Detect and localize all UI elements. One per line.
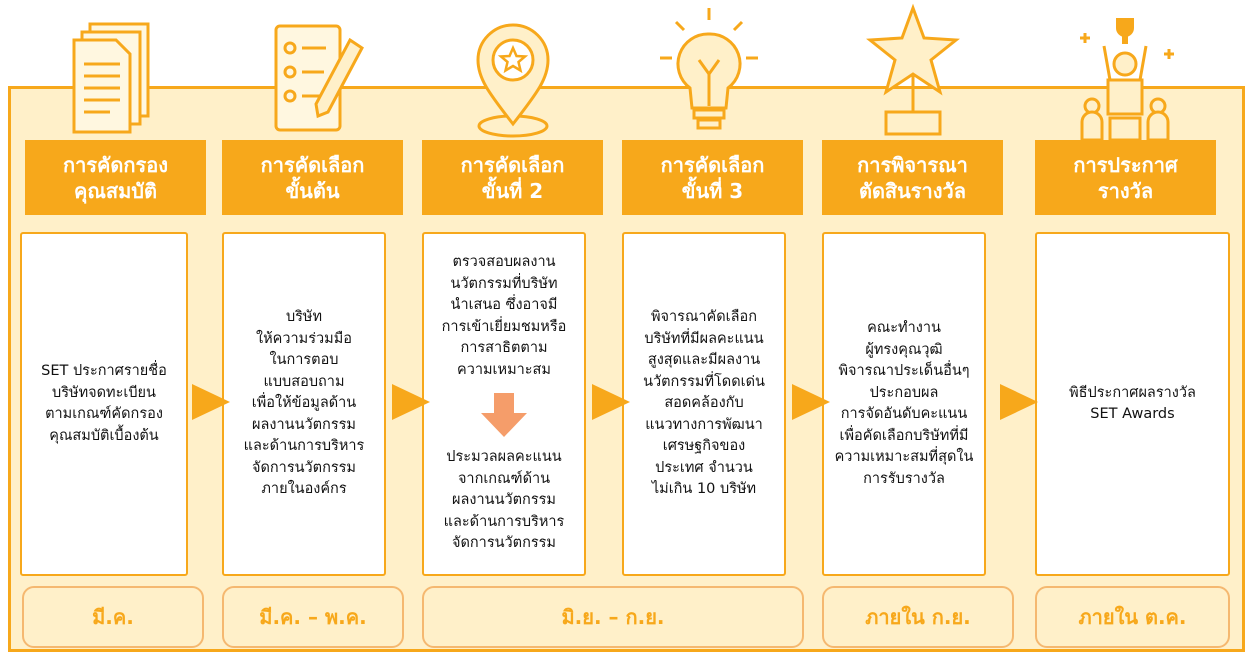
step-description-announcement: พิธีประกาศผลรางวัล SET Awards (1035, 232, 1230, 576)
period-within-october: ภายใน ต.ค. (1035, 586, 1230, 648)
star-trophy-icon (866, 3, 960, 136)
location-star-icon (476, 23, 550, 138)
down-arrow-icon (481, 393, 527, 437)
period-march: มี.ค. (22, 586, 204, 648)
step-description-screening: SET ประกาศรายชื่อ บริษัทจดทะเบียน ตามเกณ… (20, 232, 188, 576)
flow-arrow-4 (792, 384, 830, 420)
step-description-stage-3: พิจารณาคัดเลือก บริษัทที่มีผลคะแนน สูงสุ… (622, 232, 786, 576)
flow-arrow-1 (192, 384, 230, 420)
flow-arrow-5 (1000, 384, 1038, 420)
period-within-september: ภายใน ก.ย. (822, 586, 1014, 648)
step-title-announcement: การประกาศ รางวัล (1035, 140, 1216, 215)
step-description-judging: คณะทำงาน ผู้ทรงคุณวุฒิ พิจารณาประเด็นอื่… (822, 232, 986, 576)
step-title-selection-stage-2: การคัดเลือก ขั้นที่ 2 (422, 140, 603, 215)
step-title-screening: การคัดกรอง คุณสมบัติ (25, 140, 206, 215)
period-march-may: มี.ค. – พ.ค. (222, 586, 404, 648)
documents-icon (72, 22, 150, 134)
period-june-september: มิ.ย. – ก.ย. (422, 586, 804, 648)
stage-2-review-text: ตรวจสอบผลงาน นวัตกรรมที่บริษัท นำเสนอ ซึ… (441, 254, 567, 378)
step-description-stage-2: ตรวจสอบผลงาน นวัตกรรมที่บริษัท นำเสนอ ซึ… (422, 232, 586, 576)
stage-2-scoring-text: ประมวลผลคะแนน จากเกณฑ์ด้าน ผลงานนวัตกรรม… (443, 449, 565, 551)
lightbulb-icon (660, 8, 758, 130)
step-title-selection-stage-3: การคัดเลือก ขั้นที่ 3 (622, 140, 803, 215)
checklist-pencil-icon (274, 24, 364, 132)
step-title-judging: การพิจารณา ตัดสินรางวัล (822, 140, 1003, 215)
flow-arrow-2 (392, 384, 430, 420)
step-title-initial-selection: การคัดเลือก ขั้นต้น (222, 140, 403, 215)
award-ceremony-icon (1080, 18, 1174, 142)
step-description-initial-selection: บริษัท ให้ความร่วมมือ ในการตอบ แบบสอบถาม… (222, 232, 386, 576)
flow-arrow-3 (592, 384, 630, 420)
